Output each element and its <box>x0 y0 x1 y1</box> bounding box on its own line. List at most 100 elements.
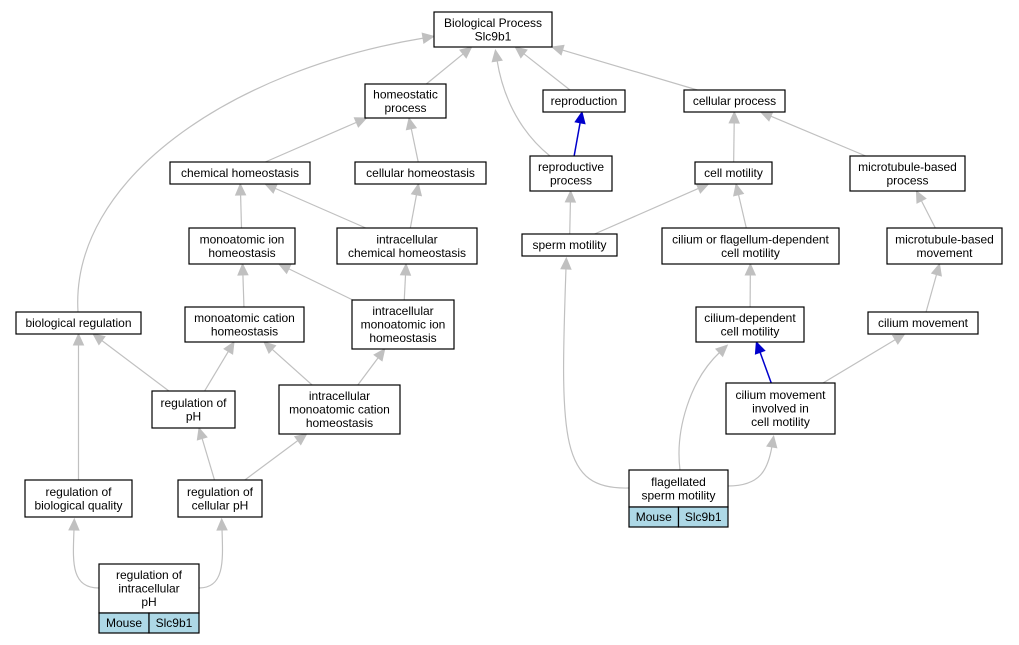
go-term-label: movement <box>916 246 973 260</box>
species-label: Mouse <box>636 510 672 524</box>
go-term-box <box>661 227 840 265</box>
edge-layer <box>68 32 942 589</box>
go-term-label: sperm motility <box>532 238 606 252</box>
edge-reg-ph-to-bio-regulation <box>92 333 170 392</box>
go-term-label: process <box>384 101 426 115</box>
go-term-cellular-homeostasis[interactable]: cellular homeostasis <box>354 161 487 185</box>
go-term-bio-regulation[interactable]: biological regulation <box>15 311 142 335</box>
edge-reg-intra-ph-to-reg-cell-ph <box>198 517 228 589</box>
go-term-box <box>725 382 836 435</box>
go-term-label: chemical homeostasis <box>181 166 299 180</box>
edge-flag-sperm-motility-to-cilium-dep-motility <box>678 344 729 471</box>
edge-cilium-flag-motility-to-cell-motility <box>733 182 747 229</box>
edge-reg-intra-ph-to-reg-bio-quality <box>68 517 100 589</box>
go-term-label: homeostatic <box>373 87 438 101</box>
go-term-box <box>694 161 773 185</box>
go-term-label: sperm motility <box>641 488 715 502</box>
go-term-label: reproductive <box>538 160 604 174</box>
go-term-label: intracellular <box>372 304 433 318</box>
edge-intra-ion-homeostasis-to-ion-homeostasis <box>277 263 354 301</box>
edge-cation-homeostasis-to-ion-homeostasis <box>237 262 249 308</box>
go-term-box <box>521 233 618 257</box>
go-term-box <box>184 306 305 343</box>
go-term-label: microtubule-based <box>895 232 994 246</box>
edge-reg-ph-to-cation-homeostasis <box>204 340 235 392</box>
go-term-label: homeostasis <box>208 246 275 260</box>
go-term-box <box>15 311 142 335</box>
go-term-label: regulation of <box>116 568 183 582</box>
go-term-box <box>542 89 626 113</box>
edge-sperm-motility-to-cell-motility <box>594 183 710 235</box>
go-term-cilium-movement[interactable]: cilium movement <box>867 311 979 335</box>
go-term-label: cellular pH <box>192 498 249 512</box>
go-term-box <box>24 479 133 518</box>
gene-cell <box>148 612 200 634</box>
edge-flag-sperm-motility-to-cilium-mov-motility <box>727 434 778 487</box>
go-term-sperm-motility[interactable]: sperm motility <box>521 233 618 257</box>
edge-cellular-process-to-bp <box>550 44 698 91</box>
go-term-label: cell motility <box>721 246 780 260</box>
edge-flag-sperm-motility-to-sperm-motility <box>560 256 630 489</box>
go-term-label: process <box>886 173 928 187</box>
edge-cilium-mov-motility-to-cilium-dep-motility <box>754 340 772 384</box>
edge-cell-motility-to-cellular-process <box>728 110 740 163</box>
go-term-label: involved in <box>752 402 809 416</box>
edge-intra-chem-homeostasis-to-cellular-homeostasis <box>409 182 423 229</box>
go-term-box <box>351 299 455 350</box>
go-term-chemical-homeostasis[interactable]: chemical homeostasis <box>169 161 311 185</box>
go-term-label: monoatomic cation <box>289 403 390 417</box>
go-term-reproduction[interactable]: reproduction <box>542 89 626 113</box>
edge-ion-homeostasis-to-chemical-homeostasis <box>234 182 247 229</box>
go-term-label: regulation of <box>187 485 254 499</box>
go-term-label: pH <box>186 409 201 423</box>
go-term-label: reproduction <box>551 94 618 108</box>
gene-label: Slc9b1 <box>685 510 722 524</box>
edge-intra-cation-homeostasis-to-intra-ion-homeostasis <box>357 348 386 386</box>
go-term-label: chemical homeostasis <box>348 246 466 260</box>
go-term-label: Biological Process <box>444 16 542 30</box>
go-term-box <box>867 311 979 335</box>
gene-label: Slc9b1 <box>156 616 193 630</box>
go-term-label: monoatomic cation <box>194 311 295 325</box>
go-term-label: cell motility <box>721 324 780 338</box>
edge-mt-process-to-cellular-process <box>759 111 866 157</box>
go-term-label: flagellated <box>651 475 706 489</box>
edge-cilium-movement-to-mt-movement <box>925 262 942 313</box>
go-term-cell-motility[interactable]: cell motility <box>694 161 773 185</box>
edge-reproductive-process-to-reproduction <box>573 110 586 157</box>
gene-cell <box>677 506 729 528</box>
edge-reg-bio-quality-to-bio-regulation <box>72 332 85 480</box>
go-term-box <box>354 161 487 185</box>
edge-chemical-homeostasis-to-homeostatic <box>265 117 368 163</box>
go-term-box <box>169 161 311 185</box>
go-term-label: cell motility <box>704 166 763 180</box>
go-term-cellular-process[interactable]: cellular process <box>683 89 786 113</box>
edge-reproductive-process-to-bp <box>491 48 551 157</box>
go-term-box <box>529 155 613 192</box>
go-term-label: homeostasis <box>211 324 278 338</box>
go-term-label: process <box>550 173 592 187</box>
go-term-label: cilium movement <box>878 316 969 330</box>
go-term-box <box>151 390 236 429</box>
go-term-box <box>628 469 729 508</box>
node-layer: Biological ProcessSlc9b1homeostaticproce… <box>15 11 1003 634</box>
